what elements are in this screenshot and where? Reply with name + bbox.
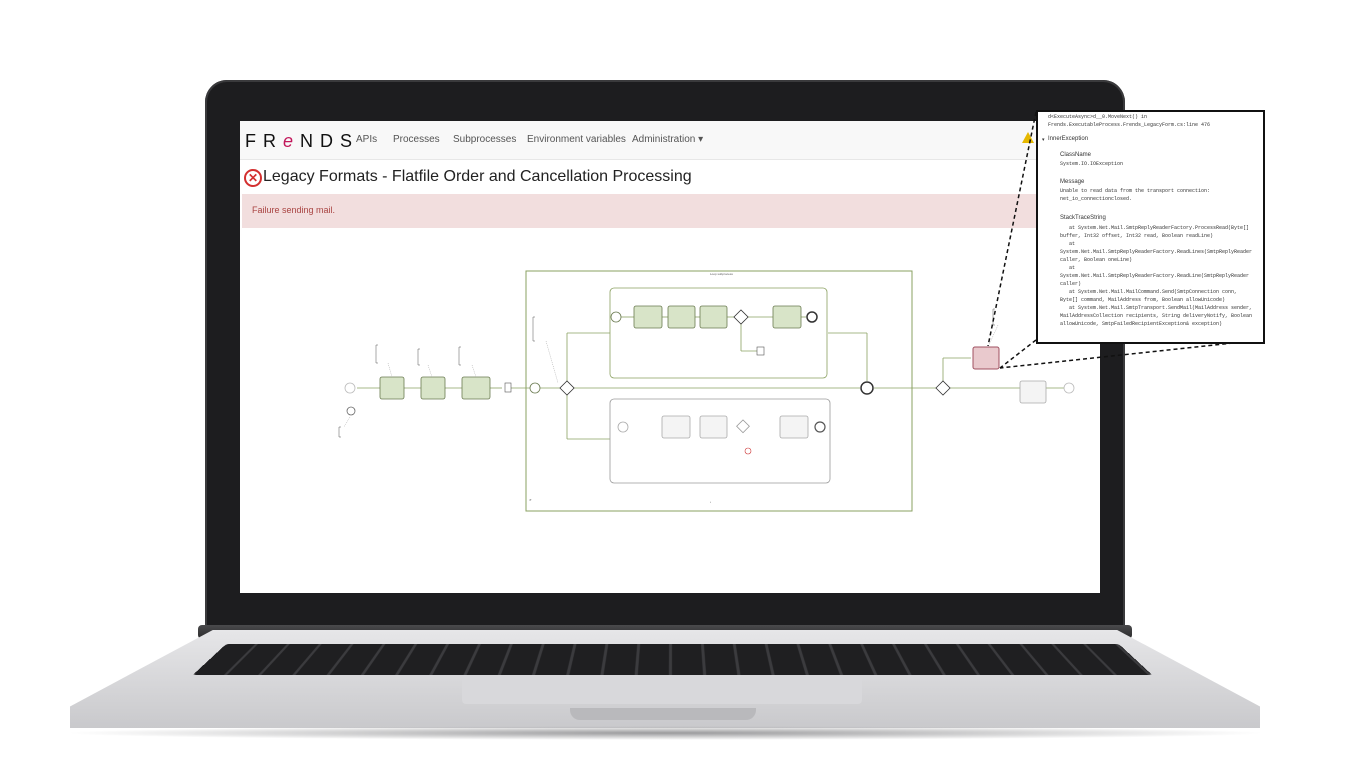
stack-line: d<ExecuteAsync>d__0.MoveNext() in — [1048, 114, 1148, 120]
nav-item-administration[interactable]: Administration ▾ — [632, 134, 703, 145]
exception-zoom-callout: d<ExecuteAsync>d__0.MoveNext() in Frends… — [1036, 110, 1265, 344]
stack-line: allowUnicode, SmtpFailedRecipientExcepti… — [1060, 321, 1223, 327]
chevron-down-icon[interactable]: ▾ — [1042, 137, 1045, 143]
stack-line: caller, Boolean oneLine) — [1060, 257, 1133, 263]
stack-line: at — [1060, 265, 1076, 271]
stack-line: at System.Net.Mail.SmtpReplyReaderFactor… — [1060, 225, 1250, 231]
warning-icon[interactable] — [1022, 132, 1034, 143]
nav-item-environment-variables[interactable]: Environment variables — [527, 134, 626, 145]
svg-text:↺: ↺ — [529, 498, 532, 502]
stack-line: at System.Net.Mail.SmtpTransport.SendMai… — [1060, 305, 1253, 311]
top-navbar: FReNDS APIs Processes Subprocesses Envir… — [240, 121, 1100, 160]
app-screen: FReNDS APIs Processes Subprocesses Envir… — [240, 121, 1100, 593]
nav-item-subprocesses[interactable]: Subprocesses — [453, 134, 517, 145]
error-circle-icon: ✕ — [244, 169, 262, 187]
laptop-base-notch — [570, 708, 756, 720]
stack-line: caller) — [1060, 281, 1082, 287]
process-diagram[interactable]: Loop subprocess — [240, 121, 1100, 593]
stack-line: at — [1060, 241, 1076, 247]
stack-line: Frends.ExecutableProcess.Frends_LegacyFo… — [1048, 122, 1211, 128]
error-alert: Failure sending mail. — [242, 194, 1097, 228]
class-name-value: System.IO.IOException — [1060, 161, 1124, 167]
nav-item-processes[interactable]: Processes — [393, 134, 440, 145]
message-line: net_io_connectionclosed. — [1060, 196, 1133, 202]
class-name-label: ClassName — [1060, 152, 1092, 158]
inner-exception-label[interactable]: InnerException — [1048, 136, 1089, 142]
stack-line: buffer, Int32 offset, Int32 read, Boolea… — [1060, 233, 1214, 239]
stack-line: System.Net.Mail.SmtpReplyReaderFactory.R… — [1060, 249, 1253, 255]
svg-text:Loop subprocess: Loop subprocess — [710, 272, 733, 276]
message-line: Unable to read data from the transport c… — [1060, 188, 1211, 194]
stack-line: System.Net.Mail.SmtpReplyReaderFactory.R… — [1060, 273, 1250, 279]
stack-trace-label: StackTraceString — [1060, 215, 1106, 221]
frends-logo[interactable]: FReNDS — [245, 131, 360, 151]
nav-item-administration-label: Administration — [632, 134, 696, 145]
svg-text:•: • — [710, 500, 711, 504]
alert-message: Failure sending mail. — [252, 205, 336, 215]
stack-line: at System.Net.Mail.MailCommand.Send(Smtp… — [1060, 289, 1238, 295]
stack-line: Byte[] command, MailAddress from, Boolea… — [1060, 297, 1226, 303]
trackpad — [462, 676, 862, 704]
laptop-shadow — [60, 726, 1270, 740]
stack-line: MailAddressCollection recipients, String… — [1060, 313, 1253, 319]
nav-item-apis[interactable]: APIs — [356, 134, 378, 145]
chevron-down-icon: ▾ — [698, 134, 704, 145]
message-label: Message — [1060, 179, 1085, 185]
page-title: Legacy Formats - Flatfile Order and Canc… — [263, 168, 692, 185]
